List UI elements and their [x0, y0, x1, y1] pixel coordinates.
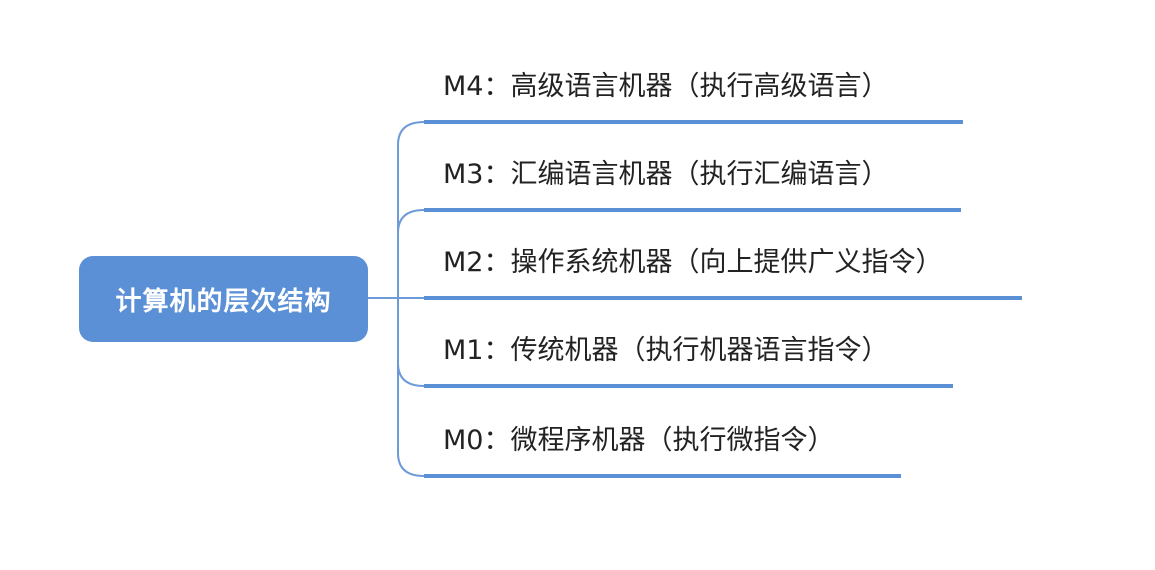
branch-tick-m1: [397, 362, 425, 387]
branch-label-m0: M0：微程序机器（执行微指令）: [443, 425, 835, 456]
branch-label-m1: M1：传统机器（执行机器语言指令）: [443, 335, 889, 366]
branch-tick-m3: [397, 209, 425, 234]
root-node: 计算机的层次结构: [79, 256, 368, 342]
branch-spine: [397, 121, 425, 477]
branch-label-m4: M4：高级语言机器（执行高级语言）: [443, 71, 889, 102]
branch-label-m3: M3：汇编语言机器（执行汇编语言）: [443, 159, 889, 190]
root-node-label: 计算机的层次结构: [115, 286, 332, 317]
branch-label-m2: M2：操作系统机器（向上提供广义指令）: [443, 247, 943, 278]
